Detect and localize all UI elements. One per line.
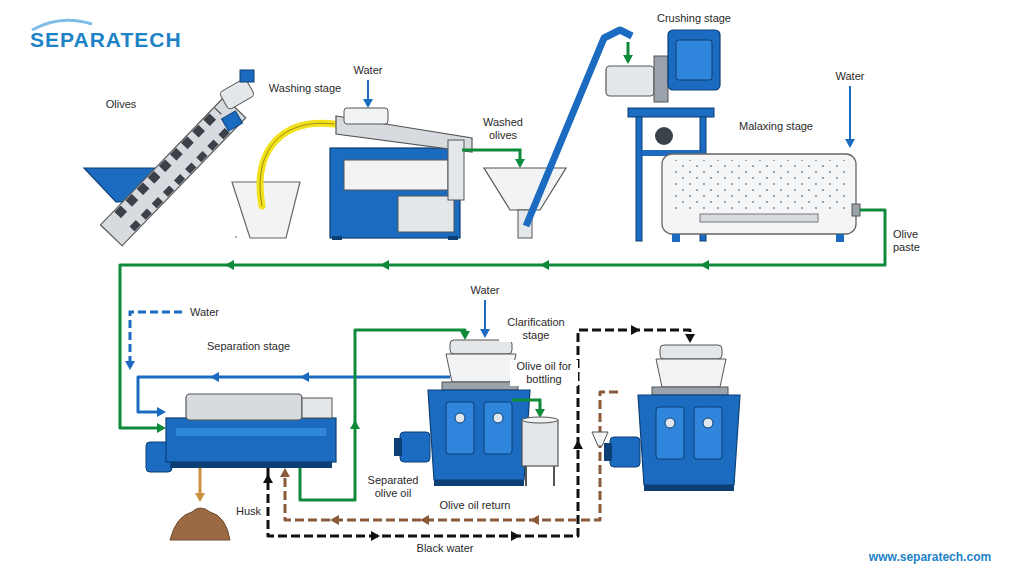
arrowhead — [280, 468, 290, 477]
hose-outline — [260, 123, 334, 206]
conveyor-head — [219, 70, 300, 238]
arrowhead — [195, 493, 205, 502]
stage-label: Crushing stage — [655, 12, 733, 25]
arrowhead — [623, 55, 633, 64]
output-label: Olive oil for bottling — [510, 360, 578, 386]
oil-return-line — [285, 392, 618, 520]
arrowhead — [371, 531, 380, 541]
water-arrow — [849, 86, 851, 142]
arrowhead — [515, 159, 525, 168]
arrowhead — [157, 423, 166, 433]
husk-arrow — [199, 468, 202, 496]
arrowhead — [631, 325, 640, 335]
elevator — [526, 30, 632, 226]
logo-text: SEPARATECH — [28, 28, 184, 52]
arrowhead — [845, 139, 855, 148]
stage-label: Washing stage — [267, 82, 343, 95]
inclined-conveyor — [100, 97, 245, 246]
flow-label: Black water — [415, 542, 476, 555]
arrowhead — [480, 329, 490, 338]
olive-flow-line — [462, 150, 520, 162]
website-url: www.separatech.com — [867, 550, 993, 564]
arrowhead — [700, 260, 709, 270]
arrowhead — [460, 331, 470, 340]
stage-label: Separation stage — [205, 340, 292, 353]
washing-machine — [330, 108, 472, 240]
arrowhead — [330, 515, 339, 525]
output-label: Husk — [234, 505, 263, 518]
input-label: Water — [188, 306, 221, 319]
arrowhead — [540, 260, 549, 270]
arrowhead — [363, 99, 373, 108]
arrowhead — [125, 361, 135, 370]
arrowhead — [157, 407, 166, 417]
stage-label: Malaxing stage — [737, 120, 815, 133]
flow-label: Washed olives — [476, 116, 530, 142]
collection-hopper — [484, 168, 566, 238]
arrowhead — [380, 260, 389, 270]
input-label: Water — [352, 64, 385, 77]
arrowhead — [210, 372, 219, 382]
arrowhead — [225, 260, 234, 270]
input-label: Olives — [104, 98, 139, 111]
input-label: Water — [469, 284, 502, 297]
arrowhead — [263, 474, 273, 483]
arrowhead — [300, 372, 309, 382]
stage-label: Clarification stage — [499, 316, 573, 342]
arrowhead — [511, 531, 520, 541]
flow-label: Olive paste — [891, 228, 939, 254]
arrowhead — [530, 515, 539, 525]
transfer-hose — [260, 123, 334, 206]
storage-tank — [522, 417, 558, 486]
arrowhead — [573, 440, 583, 449]
clarifier-centrifuge — [604, 345, 740, 491]
water-arrow — [484, 300, 486, 332]
arrowhead — [685, 334, 695, 343]
arrowhead — [420, 515, 429, 525]
decanter — [146, 394, 336, 472]
black-water-line — [268, 330, 690, 536]
arrowhead — [350, 420, 360, 429]
husk-pile — [170, 508, 230, 540]
oil-funnel — [592, 432, 608, 446]
flow-label: Separated olive oil — [360, 474, 426, 500]
malaxer — [662, 154, 860, 242]
input-label: Water — [834, 70, 867, 83]
water-dashed-line — [130, 312, 182, 364]
flow-label: Olive oil return — [438, 499, 513, 512]
